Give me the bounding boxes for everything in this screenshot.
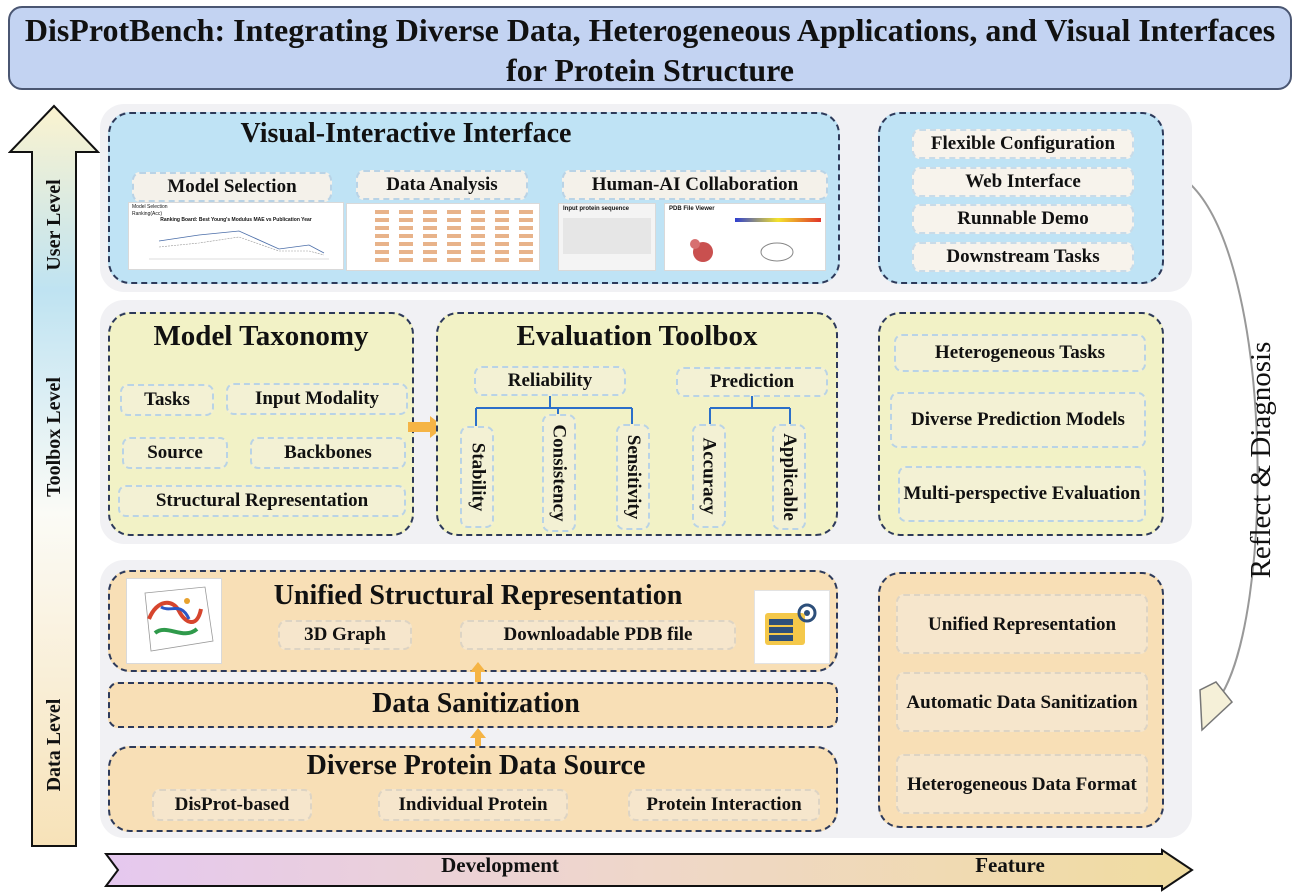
- multi-perspective-evaluation-chip: Multi-perspective Evaluation: [898, 466, 1146, 522]
- source-up-arrow: [470, 728, 486, 748]
- pdb-folder-icon: [754, 590, 830, 664]
- 3d-graph-chip: 3D Graph: [278, 620, 412, 650]
- accuracy-label: Accuracy: [699, 437, 720, 515]
- unified-structural-title: Unified Structural Representation: [273, 580, 683, 611]
- structural-representation-chip: Structural Representation: [118, 485, 406, 517]
- flexible-configuration-chip: Flexible Configuration: [912, 129, 1134, 159]
- input-sequence-thumbnail: Input protein sequence: [558, 203, 656, 271]
- user-level-label: User Level: [43, 179, 65, 271]
- protein-3d-graphic: [144, 586, 214, 652]
- thumb-model-sel-sub: Ranking(Acc): [132, 211, 163, 217]
- level-axis-arrow: [8, 104, 100, 847]
- downloadable-pdb-chip: Downloadable PDB file: [460, 620, 736, 650]
- sanitization-up-arrow: [470, 662, 486, 682]
- data-sanitization-title: Data Sanitization: [372, 688, 580, 719]
- input-modality-chip: Input Modality: [226, 383, 408, 415]
- visual-interactive-title: Visual-Interactive Interface: [240, 118, 572, 149]
- model-selection-chip: Model Selection: [132, 172, 332, 202]
- source-chip: Source: [122, 437, 228, 469]
- heterogeneous-tasks-chip: Heterogeneous Tasks: [894, 334, 1146, 372]
- human-ai-chip: Human-AI Collaboration: [562, 170, 828, 200]
- thumb-pdb-graphic: [690, 218, 821, 262]
- protein-interaction-chip: Protein Interaction: [628, 789, 820, 821]
- sensitivity-label: Sensitivity: [623, 434, 645, 520]
- runnable-demo-chip: Runnable Demo: [912, 204, 1134, 234]
- automatic-data-sanitization-chip: Automatic Data Sanitization: [896, 672, 1148, 732]
- diagram-title: DisProtBench: Integrating Diverse Data, …: [8, 6, 1292, 90]
- prediction-chip: Prediction: [676, 367, 828, 397]
- consistency-chip: Consistency: [542, 414, 576, 532]
- thumb-model-selection-text: Model Selection: [132, 204, 168, 210]
- data-level-label: Data Level: [43, 698, 65, 792]
- stability-label: Stability: [467, 442, 488, 512]
- sensitivity-chip: Sensitivity: [616, 424, 650, 530]
- model-taxonomy-title: Model Taxonomy: [153, 320, 369, 352]
- accuracy-chip: Accuracy: [692, 424, 726, 528]
- stability-chip: Stability: [460, 426, 494, 528]
- data-analysis-thumbnail: [346, 203, 540, 271]
- reflect-curved-arrow: [1187, 181, 1259, 732]
- reflect-diagnosis-label: Reflect & Diagnosis: [1245, 341, 1277, 579]
- toolbox-level-label: Toolbox Level: [43, 377, 65, 497]
- diverse-prediction-models-chip: Diverse Prediction Models: [890, 392, 1146, 448]
- feature-label: Feature: [975, 853, 1045, 877]
- thumb-input-seq-text: Input protein sequence: [563, 206, 630, 212]
- disprot-based-chip: DisProt-based: [152, 789, 312, 821]
- individual-protein-chip: Individual Protein: [378, 789, 568, 821]
- unified-representation-chip: Unified Representation: [896, 594, 1148, 654]
- taxonomy-to-toolbox-arrow: [408, 416, 444, 438]
- reliability-chip: Reliability: [474, 366, 626, 396]
- thumb-table: [375, 210, 533, 262]
- thumb-pdb-viewer-text: PDB File Viewer: [669, 206, 715, 212]
- consistency-label: Consistency: [549, 424, 570, 522]
- model-selection-thumbnail: Model Selection Ranking(Acc) Ranking Boa…: [128, 202, 344, 270]
- data-source-title: Diverse Protein Data Source: [306, 750, 646, 781]
- bottom-axis-arrow: [104, 848, 1194, 892]
- development-label: Development: [441, 853, 559, 877]
- protein-3d-thumbnail: [126, 578, 222, 664]
- thumb-input-box: [563, 218, 651, 254]
- applicable-chip: Applicable: [772, 424, 806, 530]
- tasks-chip: Tasks: [120, 384, 214, 416]
- heterogeneous-data-format-chip: Heterogeneous Data Format: [896, 754, 1148, 814]
- thumb-chart-lines: [149, 230, 329, 260]
- thumb-chart-title: Ranking Board: Best Young's Modulus MAE …: [160, 217, 312, 223]
- evaluation-toolbox-title: Evaluation Toolbox: [516, 320, 758, 352]
- downstream-tasks-chip: Downstream Tasks: [912, 242, 1134, 272]
- backbones-chip: Backbones: [250, 437, 406, 469]
- data-analysis-chip: Data Analysis: [356, 170, 528, 200]
- web-interface-chip: Web Interface: [912, 167, 1134, 197]
- pdb-viewer-thumbnail: PDB File Viewer: [664, 203, 826, 271]
- data-sanitization-panel: [108, 682, 838, 728]
- applicable-label: Applicable: [779, 433, 800, 521]
